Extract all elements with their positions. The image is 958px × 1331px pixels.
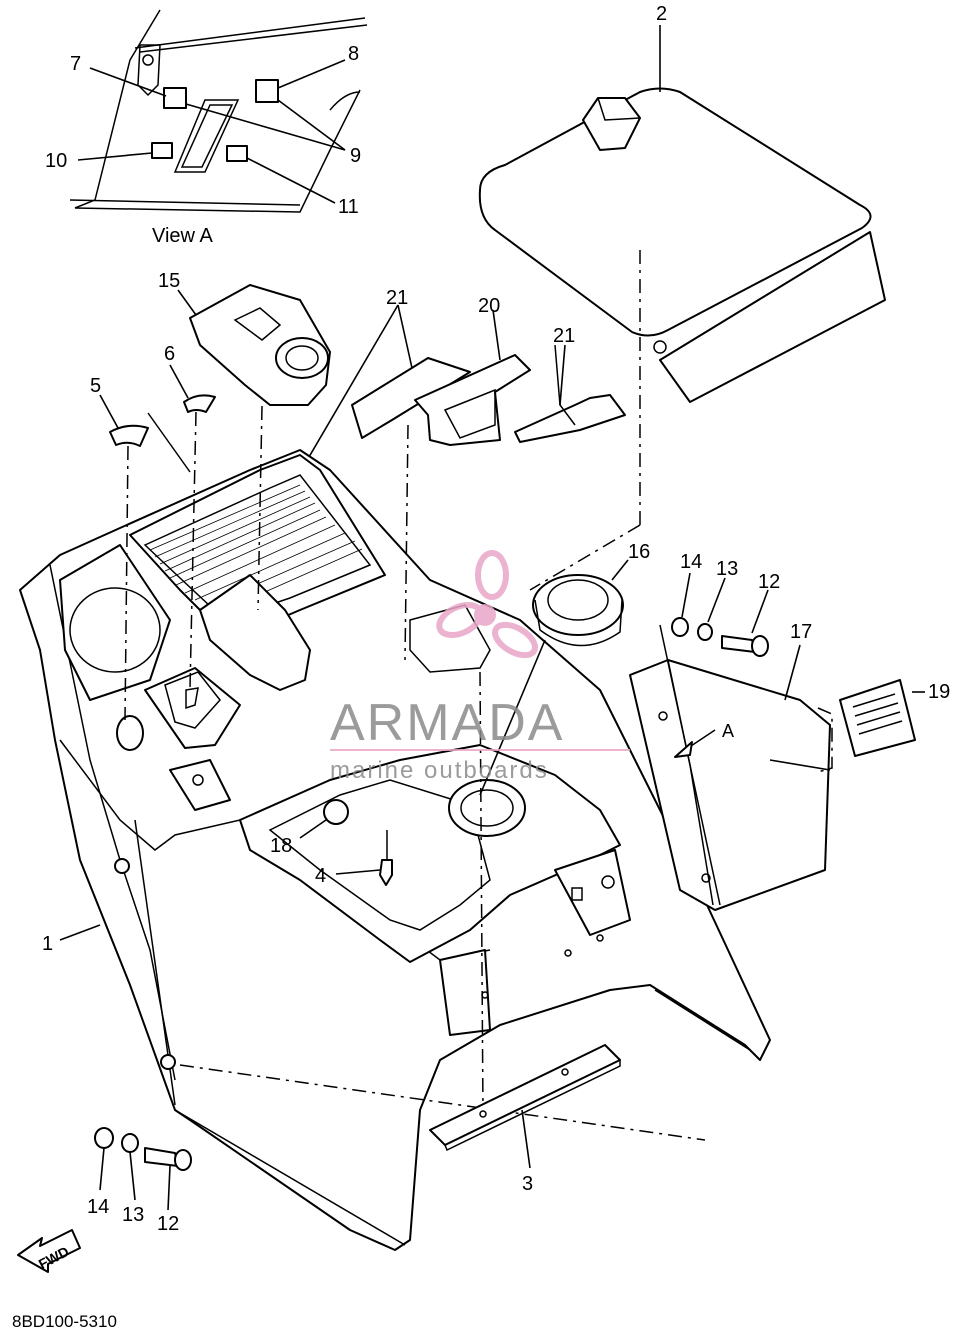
callout-7: 7: [70, 53, 81, 75]
callout-12-left: 12: [157, 1213, 179, 1235]
switch-8: [255, 79, 279, 103]
watermark: ARMADA marine outboards: [330, 550, 630, 784]
callout-20: 20: [478, 295, 500, 317]
callout-16: 16: [628, 541, 650, 563]
view-pointer-label: A: [722, 721, 734, 741]
propeller-logo-icon: [436, 550, 538, 659]
view-a-label: View A: [152, 225, 213, 247]
callout-11: 11: [338, 196, 359, 218]
callout-19: 19: [928, 681, 950, 703]
callout-15: 15: [158, 270, 180, 292]
callout-12-right: 12: [758, 571, 780, 593]
callout-14-left: 14: [87, 1196, 109, 1218]
callout-14-right: 14: [680, 551, 702, 573]
decal-part-19: [817, 679, 925, 773]
plate-part-3: [429, 1044, 621, 1169]
badges-parts-5-6: [99, 364, 216, 473]
fasteners-left: [94, 1127, 192, 1211]
lid-part-2: [478, 25, 886, 403]
callout-3: 3: [522, 1173, 533, 1195]
callout-18: 18: [270, 835, 292, 857]
callout-2: 2: [656, 3, 667, 25]
callout-6: 6: [164, 343, 175, 365]
side-panel-part-17: A: [629, 624, 831, 911]
callout-10: 10: [45, 150, 67, 172]
fasteners-right: [671, 572, 769, 657]
switch-7: [163, 87, 187, 109]
callout-17: 17: [790, 621, 812, 643]
callout-13-right: 13: [716, 558, 738, 580]
callout-21-left: 21: [386, 287, 408, 309]
plug-part-18: [299, 799, 349, 839]
rivet-part-4: [335, 830, 393, 886]
grommet-part-16: [479, 559, 629, 796]
watermark-tagline: marine outboards: [330, 757, 549, 784]
callout-21-right: 21: [553, 325, 575, 347]
watermark-brand: ARMADA: [330, 694, 564, 752]
view-a-inset: View A: [69, 9, 368, 247]
pads-parts-20-21: [274, 304, 626, 516]
cup-holder-tray-part-15: [177, 284, 331, 406]
switch-10: [151, 142, 173, 159]
callout-9: 9: [350, 145, 361, 167]
callout-13-left: 13: [122, 1204, 144, 1226]
console-body-part-1: [19, 250, 771, 1251]
callout-1: 1: [42, 933, 53, 955]
callout-4: 4: [315, 865, 326, 887]
callout-8: 8: [348, 43, 359, 65]
switch-11: [226, 145, 248, 162]
fwd-arrow-icon: FWD: [17, 1229, 81, 1273]
callout-labels: 1 2 3 4 5 6 7 8 9 10 11 12 12 13 13 14 1…: [42, 3, 950, 1235]
callout-5: 5: [90, 375, 101, 397]
drawing-code: 8BD100-5310: [12, 1312, 117, 1331]
